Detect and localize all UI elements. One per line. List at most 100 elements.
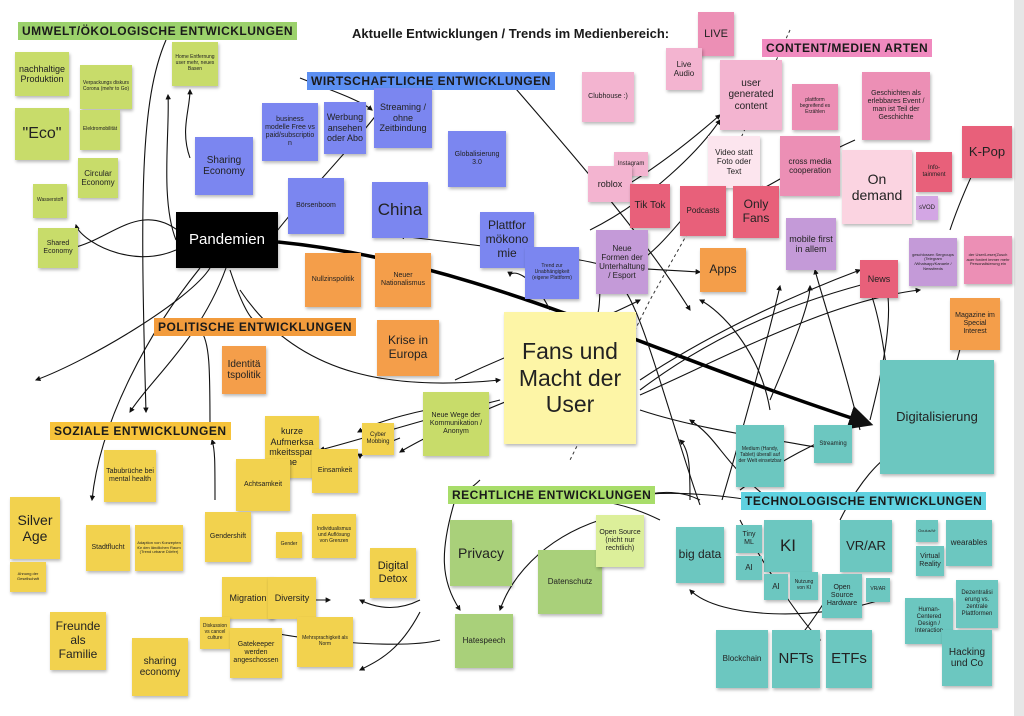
note-gatekeeper[interactable]: Gatekeeper werden angeschossen — [230, 628, 282, 678]
note-eco[interactable]: "Eco" — [15, 108, 69, 160]
header-umwelt: UMWELT/ÖKOLOGISCHE ENTWICKLUNGEN — [18, 22, 298, 40]
note-pandemien[interactable]: Pandemien — [176, 212, 278, 268]
note-privacy[interactable]: Privacy — [450, 520, 512, 586]
note-elektromobilitaet[interactable]: Elektromobilität — [80, 110, 120, 150]
note-user-personalisierung[interactable]: der User/Leser(Zusch auer fordert immer … — [964, 236, 1012, 284]
note-achtsamkeit[interactable]: Achtsamkeit — [236, 459, 290, 511]
note-ai-2[interactable]: AI — [764, 574, 788, 600]
note-gendershift[interactable]: Gendershift — [205, 512, 251, 562]
note-roblox[interactable]: roblox — [588, 166, 632, 202]
note-open-source-hardware[interactable]: Open Source Hardware — [822, 574, 862, 618]
note-home[interactable]: Home Entfernung user mehr, neues Basen — [172, 42, 218, 86]
note-neuer-nationalismus[interactable]: Neuer Nationalismus — [375, 253, 431, 307]
note-silver-age[interactable]: Silver Age — [10, 497, 60, 559]
note-boersenboom[interactable]: Börsenboom — [288, 178, 344, 234]
note-clubhouse[interactable]: Clubhouse :) — [582, 72, 634, 122]
note-adaption-konzepte[interactable]: Adaption von Konzepten für den ländliche… — [135, 525, 183, 571]
note-shared-economy[interactable]: Shared Economy — [38, 228, 78, 268]
note-streaming-ohne-zeitbindung[interactable]: Streaming / ohne Zeitbindung — [374, 88, 432, 148]
note-circular-economy[interactable]: Circular Economy — [78, 158, 118, 198]
note-news[interactable]: News — [860, 260, 898, 298]
note-digitalisierung[interactable]: Digitalisierung — [880, 360, 994, 474]
note-onlyfans[interactable]: Only Fans — [733, 186, 779, 238]
note-mobile-first[interactable]: mobile first in allem — [786, 218, 836, 270]
note-nfts[interactable]: NFTs — [772, 630, 820, 688]
note-magazine[interactable]: Magazine im Special Interest — [950, 298, 1000, 350]
note-infotainment[interactable]: Info- tainment — [916, 152, 952, 192]
note-blockchain[interactable]: Blockchain — [716, 630, 768, 688]
note-tabubrueche[interactable]: Tabubrüche bei mental health — [104, 450, 156, 502]
note-live[interactable]: LIVE — [698, 12, 734, 56]
note-stadtflucht[interactable]: Stadtflucht — [86, 525, 130, 571]
note-hacking[interactable]: Hacking und Co — [942, 630, 992, 686]
note-business-modelle[interactable]: business modelle Free vs paid/subscripti… — [262, 103, 318, 161]
note-migration[interactable]: Migration — [222, 577, 274, 619]
note-diversity[interactable]: Diversity — [268, 577, 316, 619]
note-hatespeech[interactable]: Hatespeech — [455, 614, 513, 668]
note-medium-handy[interactable]: Medium (Handy, Tablet) überall auf der W… — [736, 425, 784, 487]
note-dezentralisierung[interactable]: Dezentralisi erung vs. zentrale Plattfor… — [956, 580, 998, 628]
note-oculus[interactable]: Oculus/Vr — [916, 520, 938, 542]
header-politik: POLITISCHE ENTWICKLUNGEN — [154, 318, 356, 336]
note-werbung-ansehen[interactable]: Werbung ansehen oder Abo — [324, 102, 366, 154]
note-wasserstoff[interactable]: Wasserstoff — [33, 184, 67, 218]
note-geschlossene-gruppen[interactable]: geschlossen Sergroups (Telegram /Whatsap… — [909, 238, 957, 286]
note-sharing-economy-sozial[interactable]: sharing economy — [132, 638, 188, 696]
note-datenschutz[interactable]: Datenschutz — [538, 550, 602, 614]
note-sharing-economy[interactable]: Sharing Economy — [195, 137, 253, 195]
window-edge — [1014, 0, 1024, 716]
note-video-statt-foto[interactable]: Video statt Foto oder Text — [708, 136, 760, 188]
note-gender[interactable]: Gender — [276, 532, 302, 558]
note-cross-media[interactable]: cross media cooperation — [780, 136, 840, 196]
note-ai-1[interactable]: AI — [736, 556, 762, 580]
note-streaming[interactable]: Streaming — [814, 425, 852, 463]
note-plattformoekonomie[interactable]: Plattfor mökono mie — [480, 212, 534, 268]
header-technik: TECHNOLOGISCHE ENTWICKLUNGEN — [741, 492, 987, 510]
note-user-generated-content[interactable]: user generated content — [720, 60, 782, 130]
note-einsamkeit[interactable]: Einsamkeit — [312, 449, 358, 493]
note-vr-ar-small[interactable]: VR/AR — [866, 578, 890, 602]
note-individualismus[interactable]: Individualismus und Auflösung von Grenze… — [312, 514, 356, 558]
note-human-centered[interactable]: Human- Centered Design / Interaction — [905, 598, 953, 644]
note-tiktok[interactable]: Tik Tok — [630, 184, 670, 228]
note-fans-macht-user[interactable]: Fans und Macht der User — [504, 312, 636, 444]
note-on-demand[interactable]: On demand — [842, 150, 912, 224]
note-vr-ar[interactable]: VR/AR — [840, 520, 892, 572]
note-cyber-mobbing[interactable]: Cyber Mobbing — [362, 423, 394, 455]
header-sozial: SOZIALE ENTWICKLUNGEN — [50, 422, 231, 440]
note-china[interactable]: China — [372, 182, 428, 238]
note-ki[interactable]: KI — [764, 520, 812, 572]
board-title: Aktuelle Entwicklungen / Trends im Medie… — [352, 26, 670, 41]
note-live-audio[interactable]: Live Audio — [666, 48, 702, 90]
note-verpackung[interactable]: Verpackungs diskurs Corona (mehr to Go) — [80, 65, 132, 109]
note-etfs[interactable]: ETFs — [826, 630, 872, 688]
note-freunde-familie[interactable]: Freunde als Familie — [50, 612, 106, 670]
note-digital-detox[interactable]: Digital Detox — [370, 548, 416, 598]
note-neue-wege-kommunikation[interactable]: Neue Wege der Kommunikation / Anonym — [423, 392, 489, 456]
note-open-source[interactable]: Open Source (nicht nur rechtlich) — [596, 515, 644, 567]
note-globalisierung[interactable]: Globalisierung 3.0 — [448, 131, 506, 187]
note-virtual-reality[interactable]: Virtual Reality — [916, 546, 944, 576]
note-kpop[interactable]: K-Pop — [962, 126, 1012, 178]
note-neue-formen-unterhaltung[interactable]: Neue Formen der Unterhaltung / Esport — [596, 230, 648, 294]
note-wearables[interactable]: wearables — [946, 520, 992, 566]
note-identitaetspolitik[interactable]: Identitä tspolitik — [222, 346, 266, 394]
note-diskussion-cancel[interactable]: Diskussion vs cancel culture — [200, 617, 230, 649]
note-nutzung-ki[interactable]: Nutzung von KI — [790, 572, 818, 600]
note-apps[interactable]: Apps — [700, 248, 746, 292]
note-plattform-erzaehlen[interactable]: plattform begreifend es Erzählen — [792, 84, 838, 130]
note-podcasts[interactable]: Podcasts — [680, 186, 726, 236]
note-big-data[interactable]: big data — [676, 527, 724, 583]
note-nachhaltige-produktion[interactable]: nachhaltige Produktion — [15, 52, 69, 96]
note-nullzinspolitik[interactable]: Nullzinspolitik — [305, 253, 361, 307]
note-mehrsprachigkeit[interactable]: Mehrsprachigkeit als Norm — [297, 617, 353, 667]
header-recht: RECHTLICHE ENTWICKLUNGEN — [448, 486, 656, 504]
note-silver-age-sub[interactable]: Ahnung der Gesellschaft — [10, 562, 46, 592]
note-svod[interactable]: sVOD — [916, 196, 938, 220]
note-tinyml[interactable]: Tiny ML — [736, 525, 762, 553]
note-geschichten[interactable]: Geschichten als erlebbares Event / man i… — [862, 72, 930, 140]
header-content: CONTENT/MEDIEN ARTEN — [762, 39, 933, 57]
note-trend-unabhaengigkeit[interactable]: Trend zur Unabhängigkeit (eigene Plattfo… — [525, 247, 579, 299]
note-krise-europa[interactable]: Krise in Europa — [377, 320, 439, 376]
